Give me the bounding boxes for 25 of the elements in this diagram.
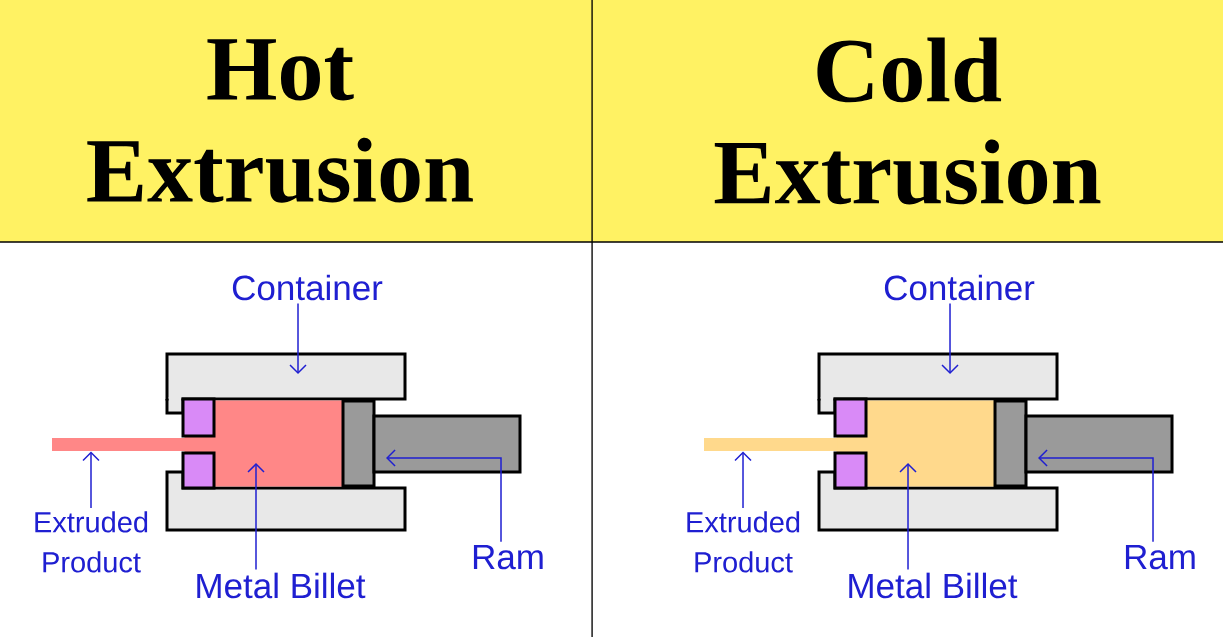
part-label: Metal Billet [849, 572, 1018, 599]
extruded-bar [704, 438, 837, 451]
leader-arrow [247, 463, 265, 571]
extruded-bar [52, 438, 185, 451]
part-label: Container [232, 274, 383, 301]
leader-arrow [941, 302, 959, 374]
container-wall [817, 352, 1059, 532]
part-label: Metal Billet [197, 572, 366, 599]
part-label: Extruded Product [687, 511, 800, 573]
leader-arrow [899, 463, 917, 571]
leader-arrow [386, 449, 502, 543]
leader-arrow [734, 451, 752, 509]
ram [341, 399, 522, 488]
heading-band: Cold Extrusion [592, 0, 1223, 242]
part-label: Extruded Product [35, 511, 148, 573]
ram [993, 399, 1174, 488]
node-label: Hot Extrusion [87, 39, 473, 203]
heading-band: Hot Extrusion [0, 0, 592, 242]
leader-arrow [1038, 449, 1154, 543]
node-label: Cold Extrusion [714, 37, 1101, 205]
container-wall [165, 352, 407, 532]
part-label: Ram [473, 544, 543, 570]
part-label: Container [884, 274, 1035, 301]
leader-arrow [82, 451, 100, 509]
part-label: Ram [1125, 544, 1195, 570]
